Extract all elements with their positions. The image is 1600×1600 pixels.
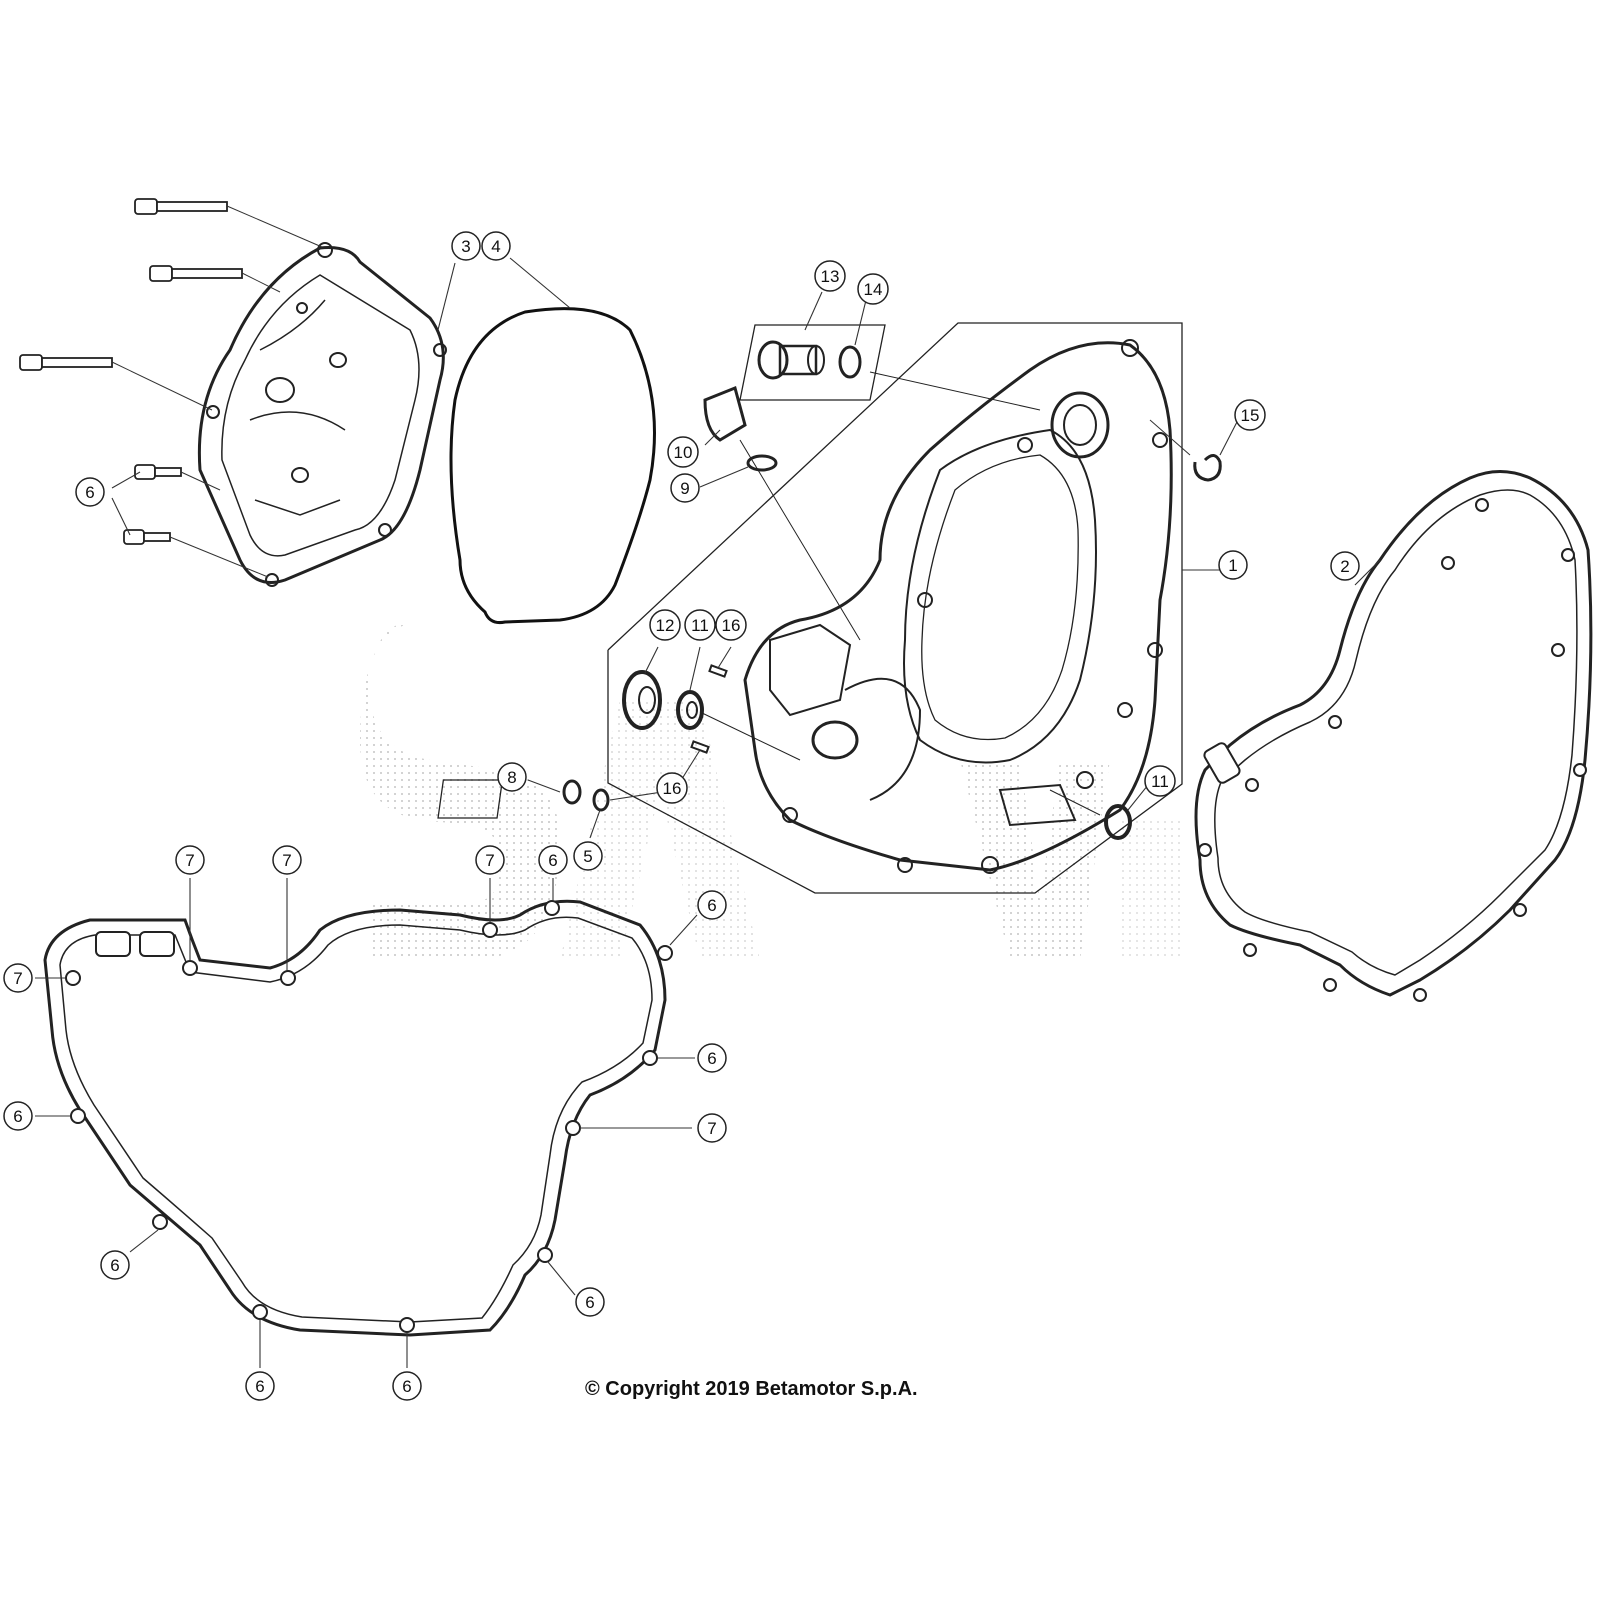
main-gasket [43, 899, 667, 1337]
circlip-leader [1149, 419, 1191, 456]
callout-5: 5 [573, 841, 603, 871]
right-gasket [1194, 470, 1593, 997]
svg-text:15: 15 [1241, 406, 1260, 425]
callout-13: 13 [814, 260, 846, 292]
parts-13-14-group [739, 324, 1041, 411]
callout-7-e: 7 [697, 1113, 727, 1143]
callout-1: 1 [1218, 550, 1248, 580]
callout-7-a: 7 [175, 845, 205, 875]
callout-7-b: 7 [272, 845, 302, 875]
svg-text:12: 12 [656, 616, 675, 635]
callout-10: 10 [667, 436, 699, 468]
part-1-group-outline [607, 322, 1183, 894]
callout-6-g: 6 [245, 1371, 275, 1401]
right-gasket-holes [1198, 498, 1587, 1002]
svg-text:13: 13 [821, 267, 840, 286]
svg-text:9: 9 [680, 479, 689, 498]
svg-text:7: 7 [707, 1119, 716, 1138]
callout-4: 4 [481, 231, 511, 261]
callout-6-f: 6 [575, 1287, 605, 1317]
svg-text:16: 16 [722, 616, 741, 635]
callout-14: 14 [857, 273, 889, 305]
callout-6-a: 6 [538, 845, 568, 875]
bolt-leader-lines [111, 205, 323, 578]
svg-text:6: 6 [548, 851, 557, 870]
svg-text:7: 7 [185, 851, 194, 870]
callout-2: 2 [1330, 551, 1360, 581]
svg-text:6: 6 [85, 483, 94, 502]
clutch-cover [197, 242, 447, 587]
callout-6-d: 6 [3, 1101, 33, 1131]
callout-11: 11 [684, 609, 716, 641]
callout-7-c: 7 [475, 845, 505, 875]
svg-text:7: 7 [485, 851, 494, 870]
callout-16: 16 [715, 609, 747, 641]
svg-text:1: 1 [1228, 556, 1237, 575]
callout-7-d: 7 [3, 963, 33, 993]
parts-9-10 [703, 385, 861, 641]
svg-text:6: 6 [110, 1256, 119, 1275]
svg-text:7: 7 [282, 851, 291, 870]
svg-text:6: 6 [707, 896, 716, 915]
svg-text:16: 16 [663, 779, 682, 798]
right-crankcase-cover [743, 339, 1173, 874]
svg-text:11: 11 [1151, 772, 1169, 791]
circlip [1193, 454, 1222, 482]
callout-16-lower: 16 [656, 772, 688, 804]
svg-text:6: 6 [585, 1293, 594, 1312]
svg-text:4: 4 [491, 237, 500, 256]
main-gasket-inner [59, 916, 653, 1323]
svg-text:6: 6 [255, 1377, 264, 1396]
svg-text:5: 5 [583, 847, 592, 866]
callout-6-cover: 6 [75, 477, 105, 507]
main-gasket-holes [65, 900, 673, 1333]
parts-5-8-group [437, 779, 610, 819]
right-gasket-inner [1214, 489, 1578, 976]
svg-text:7: 7 [13, 969, 22, 988]
callout-11-right: 11 [1144, 765, 1176, 797]
callout-6-e: 6 [100, 1250, 130, 1280]
callout-3: 3 [451, 231, 481, 261]
callout-15: 15 [1234, 399, 1266, 431]
callouts: 3 4 13 14 15 10 9 6 1 2 12 11 16 8 16 11… [3, 231, 1360, 1401]
cover-o-ring [449, 307, 656, 624]
svg-text:14: 14 [864, 280, 883, 299]
svg-text:6: 6 [707, 1049, 716, 1068]
svg-text:11: 11 [691, 616, 709, 635]
callout-12: 12 [649, 609, 681, 641]
svg-text:6: 6 [13, 1107, 22, 1126]
callout-9: 9 [670, 473, 700, 503]
svg-text:10: 10 [674, 443, 693, 462]
svg-text:6: 6 [402, 1377, 411, 1396]
callout-6-b: 6 [697, 890, 727, 920]
callout-8: 8 [497, 762, 527, 792]
svg-text:8: 8 [507, 768, 516, 787]
seals-group [622, 664, 1132, 840]
copyright-notice: © Copyright 2019 Betamotor S.p.A. [585, 1378, 918, 1400]
callout-6-c: 6 [697, 1043, 727, 1073]
callout-6-h: 6 [392, 1371, 422, 1401]
svg-text:2: 2 [1340, 557, 1349, 576]
svg-text:3: 3 [461, 237, 470, 256]
